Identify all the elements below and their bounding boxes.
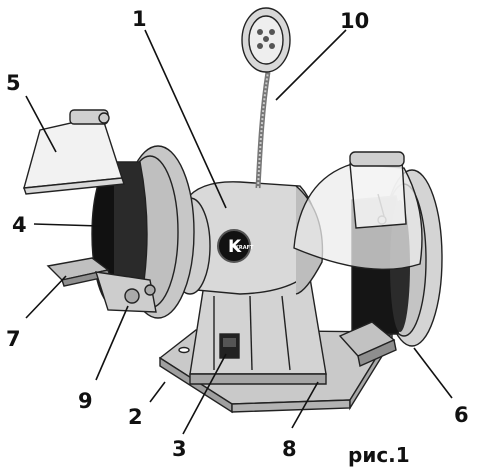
right-tool-rest[interactable] bbox=[338, 321, 397, 367]
leader-lines bbox=[25, 29, 453, 435]
left-eye-shield[interactable] bbox=[23, 109, 125, 195]
callout-8: 8 bbox=[282, 437, 297, 461]
figure-caption: рис.1 bbox=[348, 443, 410, 467]
callout-4: 4 bbox=[12, 213, 27, 237]
spark-guard-bracket[interactable] bbox=[94, 271, 157, 313]
pedestal bbox=[189, 277, 327, 385]
callout-6: 6 bbox=[454, 403, 469, 427]
right-eye-shield[interactable] bbox=[349, 151, 407, 229]
brand-badge: K KRAFT bbox=[217, 229, 254, 263]
callout-3: 3 bbox=[172, 437, 187, 461]
brand-badge-wordmark: KRAFT bbox=[235, 245, 254, 251]
callout-7: 7 bbox=[6, 327, 21, 351]
callout-5: 5 bbox=[6, 71, 21, 95]
callout-10: 10 bbox=[340, 9, 369, 33]
brand-badge-letter: K bbox=[228, 237, 242, 257]
callout-9: 9 bbox=[78, 389, 93, 413]
callout-labels: 1 2 3 4 5 6 7 8 9 10 bbox=[6, 7, 469, 461]
callout-1: 1 bbox=[132, 7, 147, 31]
callout-2: 2 bbox=[128, 405, 143, 429]
flexible-lamp[interactable] bbox=[241, 7, 291, 189]
power-switch[interactable] bbox=[219, 333, 240, 359]
